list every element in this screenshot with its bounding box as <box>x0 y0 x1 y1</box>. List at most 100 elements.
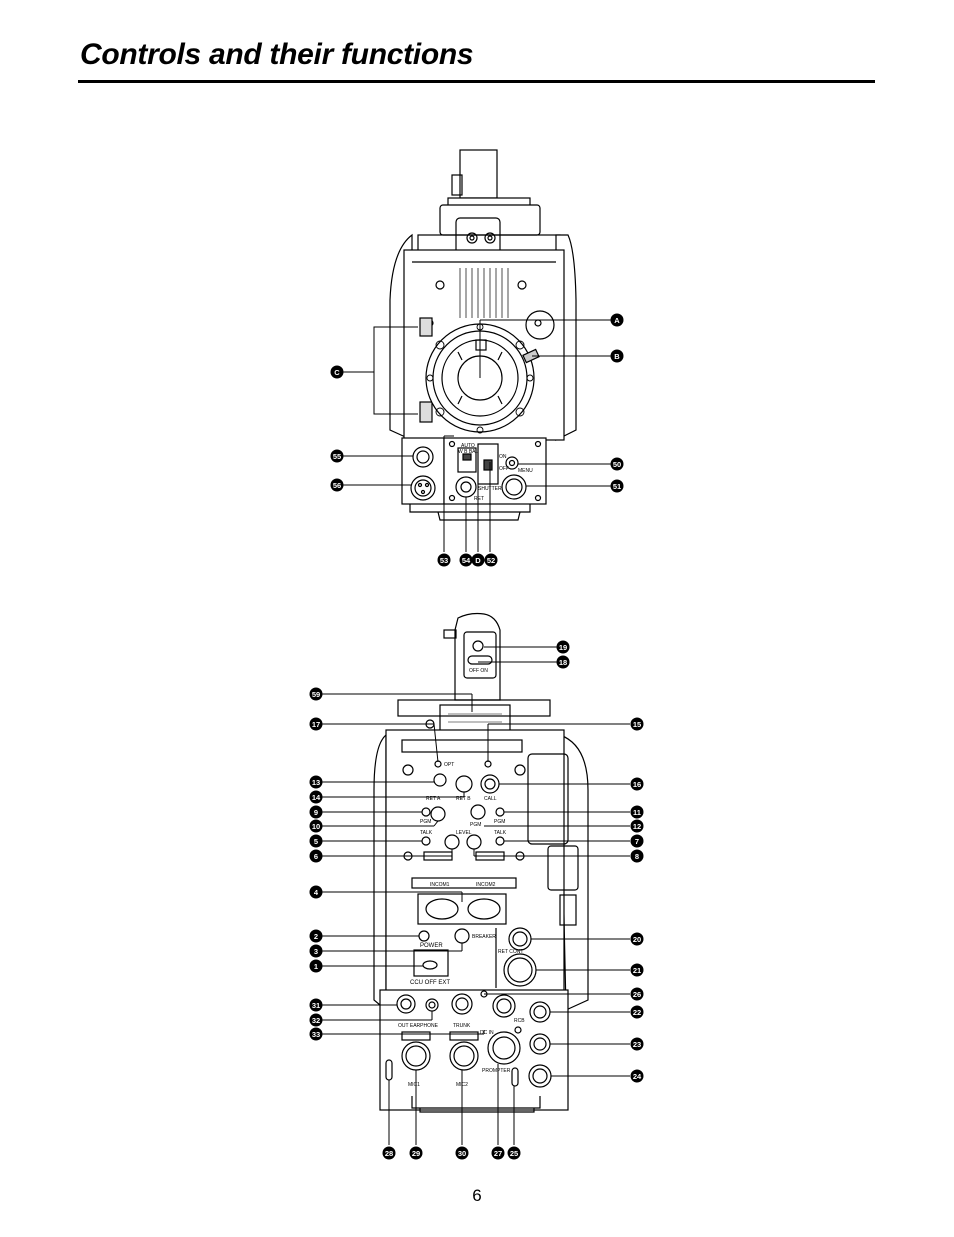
front-view-illustration <box>389 149 577 521</box>
svg-text:20: 20 <box>633 935 641 944</box>
svg-text:3: 3 <box>314 947 318 956</box>
callout-11: 11 <box>630 805 644 819</box>
svg-text:D: D <box>475 556 481 565</box>
callout-13: 13 <box>309 775 323 789</box>
mic1-label: MIC1 <box>408 1082 420 1088</box>
callout-32: 32 <box>309 1013 323 1027</box>
pgm-left-label: PGM <box>420 819 431 825</box>
callout-33: 33 <box>309 1027 323 1041</box>
talk-right-label: TALK <box>494 830 507 836</box>
svg-text:30: 30 <box>458 1149 466 1158</box>
svg-text:29: 29 <box>412 1149 420 1158</box>
svg-text:56: 56 <box>333 481 341 490</box>
callout-8: 8 <box>630 849 644 863</box>
svg-text:11: 11 <box>633 808 641 817</box>
opt-label: OPT <box>444 762 454 768</box>
pgm-right-label: PGM <box>494 819 505 825</box>
svg-text:33: 33 <box>312 1030 320 1039</box>
svg-text:25: 25 <box>510 1149 518 1158</box>
rear-callouts: 19 18 59 17 15 13 16 14 9 11 10 12 5 7 6… <box>309 640 644 1160</box>
on-label: ON <box>499 454 507 460</box>
callout-59: 59 <box>309 687 323 701</box>
incom2-label: INCOM2 <box>476 882 496 888</box>
callout-24: 24 <box>630 1069 644 1083</box>
ret-b-label: RET B <box>456 796 471 802</box>
svg-text:52: 52 <box>487 556 495 565</box>
title-rule <box>78 80 875 83</box>
callout-27: 27 <box>491 1146 505 1160</box>
auto-label: AUTO <box>461 443 475 449</box>
svg-text:8: 8 <box>635 852 639 861</box>
callout-26: 26 <box>630 987 644 1001</box>
front-callouts: A B C 55 56 50 51 53 54 D 52 <box>330 313 624 567</box>
svg-text:27: 27 <box>494 1149 502 1158</box>
svg-text:4: 4 <box>314 888 319 897</box>
callout-30: 30 <box>455 1146 469 1160</box>
callout-9: 9 <box>309 805 323 819</box>
page-title: Controls and their functions <box>80 38 474 71</box>
svg-text:55: 55 <box>333 452 341 461</box>
callout-2: 2 <box>309 929 323 943</box>
callout-29: 29 <box>409 1146 423 1160</box>
svg-text:5: 5 <box>314 837 318 846</box>
talk-left-label: TALK <box>420 830 433 836</box>
ret-a-label: RET A <box>426 796 441 802</box>
svg-text:19: 19 <box>559 643 567 652</box>
callout-14: 14 <box>309 790 323 804</box>
callout-D: D <box>471 553 485 567</box>
rear-panel-labels: OFF ON OPT RET A RET B CALL PGM PGM PGM … <box>398 668 525 1088</box>
svg-text:B: B <box>614 352 620 361</box>
callout-25: 25 <box>507 1146 521 1160</box>
ccu-off-ext-label: CCU OFF EXT <box>410 980 450 986</box>
svg-text:31: 31 <box>312 1001 320 1010</box>
callout-1: 1 <box>309 959 323 973</box>
callout-23: 23 <box>630 1037 644 1051</box>
svg-text:18: 18 <box>559 658 567 667</box>
callout-A: A <box>610 313 624 327</box>
callout-10: 10 <box>309 819 323 833</box>
page-number: 6 <box>472 1186 482 1205</box>
svg-text:22: 22 <box>633 1008 641 1017</box>
svg-text:28: 28 <box>385 1149 393 1158</box>
svg-text:9: 9 <box>314 808 318 817</box>
callout-31: 31 <box>309 998 323 1012</box>
breaker-label: BREAKER <box>472 934 496 940</box>
level-label: LEVEL <box>456 830 472 836</box>
callout-12: 12 <box>630 819 644 833</box>
svg-text:12: 12 <box>633 822 641 831</box>
svg-text:14: 14 <box>312 793 321 802</box>
rcb-label: RCB <box>514 1018 525 1024</box>
rear-leader-lines <box>322 646 630 1145</box>
callout-50: 50 <box>610 457 624 471</box>
call-label: CALL <box>484 796 497 802</box>
svg-text:A: A <box>614 316 620 325</box>
callout-C: C <box>330 365 344 379</box>
svg-text:2: 2 <box>314 932 318 941</box>
power-label: POWER <box>420 943 443 949</box>
callout-54: 54 <box>459 553 473 567</box>
callout-19: 19 <box>556 640 570 654</box>
callout-22: 22 <box>630 1005 644 1019</box>
svg-text:21: 21 <box>633 966 641 975</box>
svg-text:23: 23 <box>633 1040 641 1049</box>
svg-text:7: 7 <box>635 837 639 846</box>
svg-text:13: 13 <box>312 778 320 787</box>
svg-text:26: 26 <box>633 990 641 999</box>
svg-text:6: 6 <box>314 852 318 861</box>
off-label: OFF <box>499 466 509 472</box>
wb-bal-label: W B BAL <box>458 449 479 455</box>
svg-text:50: 50 <box>613 460 621 469</box>
ret-label: RET <box>474 496 484 502</box>
svg-text:15: 15 <box>633 720 641 729</box>
svg-text:1: 1 <box>314 962 318 971</box>
callout-7: 7 <box>630 834 644 848</box>
menu-label: MENU <box>518 468 533 474</box>
svg-text:16: 16 <box>633 780 641 789</box>
pgm-center-label: PGM <box>470 822 481 828</box>
callout-6: 6 <box>309 849 323 863</box>
callout-3: 3 <box>309 944 323 958</box>
out-earphone-label: OUT EARPHONE <box>398 1023 439 1029</box>
ret-cont-label: RET CONT <box>498 949 523 955</box>
callout-18: 18 <box>556 655 570 669</box>
svg-text:C: C <box>334 368 340 377</box>
